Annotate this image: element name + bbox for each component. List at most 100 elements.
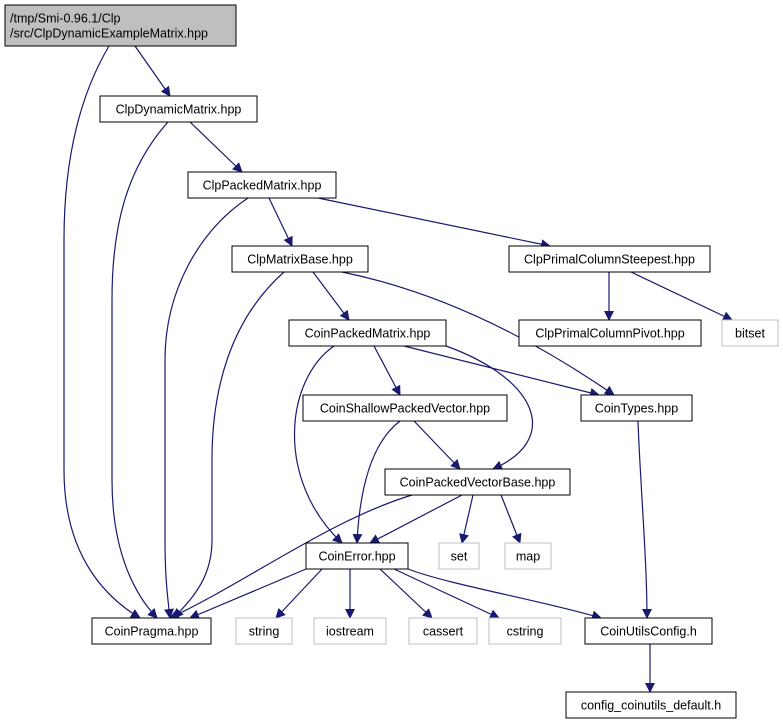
edge-clp-matrix-base-to-coin-types	[341, 271, 615, 396]
node-label: string	[249, 625, 280, 639]
edge-line	[352, 420, 401, 544]
node-label: /tmp/Smi-0.96.1/Clp	[10, 12, 121, 26]
node-box	[187, 171, 337, 199]
node-root[interactable]: /tmp/Smi-0.96.1/Clp/src/ClpDynamicExampl…	[4, 4, 237, 47]
edge-coin-shallow-packed-vector-to-coin-packed-vector-base	[413, 420, 461, 470]
edge-line	[393, 568, 500, 619]
edge-line	[111, 121, 169, 619]
node-label: CoinPackedVectorBase.hpp	[400, 476, 556, 490]
edge-coin-error-to-coin-utils-config	[407, 568, 602, 621]
node-box	[508, 245, 711, 273]
node-label: CoinTypes.hpp	[595, 402, 678, 416]
edge-line	[637, 420, 652, 619]
edge-clp-dynamic-matrix-to-coin-pragma	[111, 121, 169, 619]
node-iostream: iostream	[313, 617, 387, 645]
edge-coin-error-to-cstring	[393, 568, 500, 619]
node-box	[504, 542, 552, 570]
edge-clp-packed-matrix-to-clp-matrix-base	[268, 197, 293, 247]
node-coin-types[interactable]: CoinTypes.hpp	[580, 394, 693, 422]
node-config-coinutils-default[interactable]: config_coinutils_default.h	[565, 691, 737, 719]
edge-line	[379, 568, 433, 619]
node-label: ClpDynamicMatrix.hpp	[116, 103, 242, 117]
edge-line	[275, 568, 323, 619]
node-box	[384, 468, 571, 496]
node-cassert: cassert	[408, 617, 478, 645]
node-box	[584, 617, 713, 645]
edge-line	[373, 345, 401, 396]
node-clp-matrix-base[interactable]: ClpMatrixBase.hpp	[231, 245, 369, 273]
edge-root-to-coin-pragma	[63, 45, 141, 619]
node-coin-utils-config[interactable]: CoinUtilsConfig.h	[584, 617, 713, 645]
node-box	[565, 691, 737, 719]
node-clp-dynamic-matrix[interactable]: ClpDynamicMatrix.hpp	[99, 95, 258, 123]
node-label: cstring	[507, 625, 544, 639]
edge-clp-packed-matrix-to-coin-pragma	[164, 197, 249, 619]
node-coin-packed-vector-base[interactable]: CoinPackedVectorBase.hpp	[384, 468, 571, 496]
node-box	[313, 617, 387, 645]
node-box	[235, 617, 293, 645]
edges	[63, 45, 733, 693]
edge-coin-shallow-packed-vector-to-coin-error	[352, 420, 401, 544]
edge-coin-packed-matrix-to-coin-types	[403, 345, 600, 398]
node-box	[99, 95, 258, 123]
edge-line	[312, 271, 350, 321]
node-set: set	[438, 542, 480, 570]
node-coin-error[interactable]: CoinError.hpp	[305, 542, 409, 570]
edge-coin-error-to-coin-pragma	[189, 568, 307, 620]
edge-line	[293, 345, 343, 544]
edge-coin-packed-matrix-to-coin-packed-vector-base	[445, 345, 533, 471]
node-box	[91, 617, 212, 645]
edge-line	[189, 121, 243, 173]
node-label: ClpPrimalColumnPivot.hpp	[535, 327, 684, 341]
node-bitset: bitset	[721, 319, 779, 347]
edge-line	[317, 197, 551, 250]
edge-line	[459, 494, 474, 544]
node-cstring: cstring	[488, 617, 562, 645]
node-box	[488, 617, 562, 645]
edge-clp-matrix-base-to-coin-pragma	[173, 271, 285, 619]
edge-coin-packed-vector-base-to-map	[500, 494, 522, 544]
node-label: map	[516, 550, 540, 564]
node-box	[518, 319, 702, 347]
edge-clp-packed-matrix-to-clp-primal-column-steepest	[317, 197, 551, 250]
node-label: ClpPrimalColumnSteepest.hpp	[524, 253, 695, 267]
node-label: CoinPackedMatrix.hpp	[305, 327, 431, 341]
node-label: /src/ClpDynamicExampleMatrix.hpp	[10, 27, 208, 41]
node-box	[288, 319, 447, 347]
node-label: ClpMatrixBase.hpp	[247, 253, 353, 267]
node-box	[438, 542, 480, 570]
node-label: CoinShallowPackedVector.hpp	[320, 402, 490, 416]
nodes: /tmp/Smi-0.96.1/Clp/src/ClpDynamicExampl…	[4, 4, 779, 719]
edge-line	[630, 271, 733, 321]
node-label: iostream	[326, 625, 374, 639]
node-box	[721, 319, 779, 347]
edge-line	[189, 568, 307, 620]
node-label: cassert	[423, 625, 464, 639]
node-label: ClpPackedMatrix.hpp	[203, 179, 322, 193]
edge-line	[341, 271, 615, 396]
node-box	[580, 394, 693, 422]
node-clp-packed-matrix[interactable]: ClpPackedMatrix.hpp	[187, 171, 337, 199]
edge-clp-matrix-base-to-coin-packed-matrix	[312, 271, 350, 321]
edge-coin-packed-vector-base-to-set	[459, 494, 474, 544]
node-clp-primal-column-steepest[interactable]: ClpPrimalColumnSteepest.hpp	[508, 245, 711, 273]
node-string: string	[235, 617, 293, 645]
node-box	[302, 394, 508, 422]
edge-coin-packed-vector-base-to-coin-error	[369, 494, 463, 544]
node-coin-pragma[interactable]: CoinPragma.hpp	[91, 617, 212, 645]
edge-coin-packed-matrix-to-coin-error	[293, 345, 343, 544]
edge-line	[173, 271, 285, 619]
edge-line	[500, 494, 522, 544]
node-coin-packed-matrix[interactable]: CoinPackedMatrix.hpp	[288, 319, 447, 347]
edge-line	[164, 197, 249, 619]
edge-clp-dynamic-matrix-to-clp-packed-matrix	[189, 121, 243, 173]
node-label: config_coinutils_default.h	[581, 699, 721, 713]
node-label: CoinError.hpp	[318, 550, 395, 564]
node-clp-primal-column-pivot[interactable]: ClpPrimalColumnPivot.hpp	[518, 319, 702, 347]
node-coin-shallow-packed-vector[interactable]: CoinShallowPackedVector.hpp	[302, 394, 508, 422]
node-box	[408, 617, 478, 645]
edge-line	[413, 420, 461, 470]
edge-coin-packed-matrix-to-coin-shallow-packed-vector	[373, 345, 401, 396]
edge-line	[134, 45, 171, 97]
